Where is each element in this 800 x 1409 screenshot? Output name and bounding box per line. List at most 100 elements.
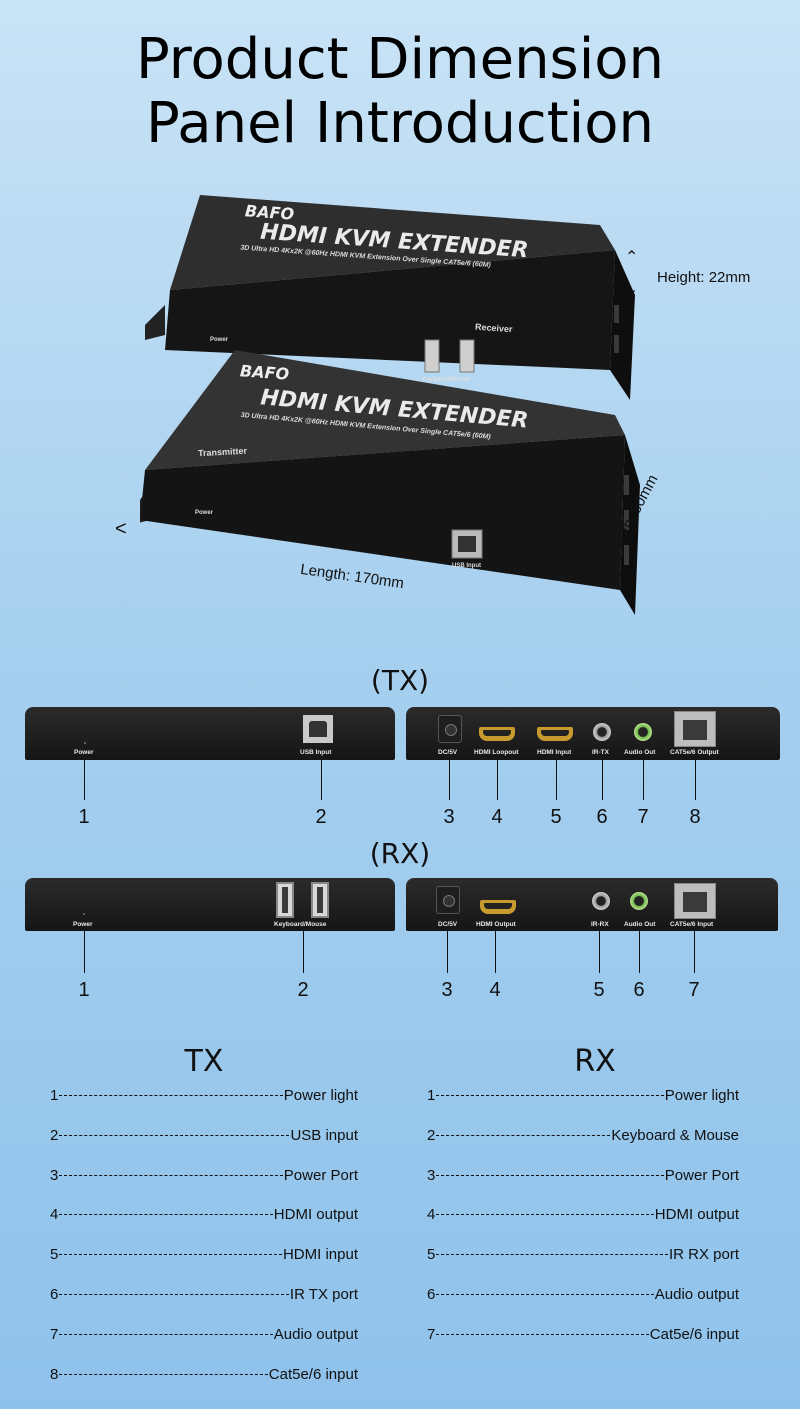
callout-line bbox=[449, 760, 450, 800]
legend-row: 3 Power Port bbox=[50, 1167, 358, 1184]
tx-hdmi-input-label: HDMI Input bbox=[537, 749, 572, 756]
transmitter-power-label: Power bbox=[195, 510, 214, 516]
legend-text: Power light bbox=[664, 1087, 739, 1104]
legend-text: Cat5e/6 input bbox=[649, 1325, 739, 1343]
rx-back-panel: DC/5V HDMI Output IR-RX Audio Out CAT5e/… bbox=[406, 878, 778, 931]
audio-out-jack-icon bbox=[634, 723, 652, 741]
callout-line bbox=[321, 760, 322, 800]
tx-num-3: 3 bbox=[443, 806, 455, 828]
legend-number: 8 bbox=[50, 1365, 59, 1383]
legend-text: HDMI output bbox=[273, 1206, 358, 1224]
legend-text: USB input bbox=[290, 1126, 358, 1144]
legend-row: 5 HDMI input bbox=[50, 1246, 358, 1263]
usb-a-port-icon bbox=[311, 882, 329, 918]
legend-leader-line bbox=[59, 1294, 289, 1295]
power-led-icon bbox=[83, 913, 85, 915]
dc-port-icon bbox=[438, 715, 462, 743]
legend-row: 1 Power light bbox=[50, 1087, 358, 1104]
tx-power-label: Power bbox=[74, 749, 94, 756]
product-drawing bbox=[130, 195, 640, 615]
legend-leader-line bbox=[436, 1214, 654, 1216]
rx-front-panel: Power Keyboard/Mouse bbox=[25, 878, 395, 931]
height-arrow-icon: ⌃⌄ bbox=[625, 249, 639, 298]
legend-rx-title: RX bbox=[574, 1044, 616, 1079]
tx-num-1: 1 bbox=[78, 806, 90, 828]
rx-num-7: 7 bbox=[688, 979, 700, 1001]
legend-text: Power light bbox=[283, 1087, 358, 1104]
rx-num-4: 4 bbox=[489, 979, 501, 1001]
legend-leader-line bbox=[436, 1174, 664, 1176]
legend-number: 5 bbox=[50, 1246, 59, 1264]
callout-line bbox=[599, 931, 600, 973]
callout-line bbox=[495, 931, 496, 973]
legend-text: IR RX port bbox=[668, 1246, 739, 1264]
legend-row: 1 Power light bbox=[427, 1087, 739, 1104]
audio-out-jack-icon bbox=[630, 892, 648, 910]
legend-number: 6 bbox=[50, 1286, 59, 1303]
legend-number: 1 bbox=[427, 1087, 436, 1104]
callout-line bbox=[497, 760, 498, 800]
tx-num-8: 8 bbox=[689, 806, 701, 828]
tx-num-5: 5 bbox=[550, 806, 562, 828]
product-illustration: BAFO HDMI KVM EXTENDER 3D Ultra HD 4Kx2K… bbox=[130, 185, 640, 625]
legend-leader-line bbox=[59, 1134, 290, 1136]
rx-num-5: 5 bbox=[593, 979, 605, 1001]
legend-number: 6 bbox=[427, 1286, 436, 1303]
rx-num-1: 1 bbox=[78, 979, 90, 1001]
legend-text: HDMI input bbox=[282, 1246, 358, 1264]
legend-number: 7 bbox=[50, 1325, 59, 1343]
rx-audio-label: Audio Out bbox=[624, 921, 656, 928]
tx-irtx-label: IR-TX bbox=[592, 749, 609, 756]
callout-line bbox=[639, 931, 640, 973]
legend-leader-line bbox=[59, 1373, 268, 1375]
legend-number: 3 bbox=[50, 1166, 59, 1184]
brand-logo-transmitter: BAFO bbox=[239, 361, 290, 384]
tx-num-7: 7 bbox=[637, 806, 649, 828]
tx-front-panel: Power USB Input bbox=[25, 707, 395, 760]
callout-line bbox=[556, 760, 557, 800]
rx-cat-label: CAT5e/6 Input bbox=[670, 921, 714, 928]
rj45-port-icon bbox=[674, 883, 716, 919]
page-title-line1: Product Dimension bbox=[135, 27, 665, 92]
legend-leader-line bbox=[59, 1254, 282, 1256]
legend-text: HDMI output bbox=[654, 1206, 739, 1224]
legend-number: 1 bbox=[50, 1087, 59, 1104]
receiver-km-label: Keyboard/Mouse bbox=[422, 377, 471, 383]
tx-cat-label: CAT5e/6 Output bbox=[670, 749, 719, 756]
hdmi-loopout-port-icon bbox=[479, 727, 515, 741]
callout-line bbox=[447, 931, 448, 973]
callout-line bbox=[695, 760, 696, 800]
ir-rx-jack-icon bbox=[592, 892, 610, 910]
rx-num-2: 2 bbox=[297, 979, 309, 1001]
legend-text: Power Port bbox=[664, 1166, 739, 1184]
tx-back-panel: DC/5V HDMI Loopout HDMI Input IR-TX Audi… bbox=[406, 707, 780, 760]
legend-text: Power Port bbox=[283, 1166, 358, 1184]
legend-row: 7 Cat5e/6 input bbox=[427, 1326, 739, 1343]
hdmi-output-port-icon bbox=[480, 900, 516, 914]
legend-number: 7 bbox=[427, 1325, 436, 1343]
receiver-power-label: Power bbox=[210, 337, 229, 343]
page-title-line2: Panel Introduction bbox=[146, 91, 654, 156]
rx-num-6: 6 bbox=[633, 979, 645, 1001]
power-led-icon bbox=[84, 742, 86, 744]
callout-line bbox=[643, 760, 644, 800]
legend-row: 6 IR TX port bbox=[50, 1286, 358, 1303]
ir-tx-jack-icon bbox=[593, 723, 611, 741]
legend-leader-line bbox=[59, 1095, 283, 1096]
usb-a-port-icon bbox=[276, 882, 294, 918]
legend-number: 4 bbox=[50, 1206, 59, 1224]
legend-number: 3 bbox=[427, 1166, 436, 1184]
legend-number: 2 bbox=[427, 1126, 436, 1144]
tx-section-label: (TX) bbox=[370, 664, 430, 697]
rx-num-3: 3 bbox=[441, 979, 453, 1001]
callout-line bbox=[303, 931, 304, 973]
rx-km-label: Keyboard/Mouse bbox=[274, 921, 327, 928]
legend-number: 5 bbox=[427, 1246, 436, 1264]
legend-text: IR TX port bbox=[289, 1286, 358, 1303]
legend-leader-line bbox=[436, 1294, 654, 1295]
